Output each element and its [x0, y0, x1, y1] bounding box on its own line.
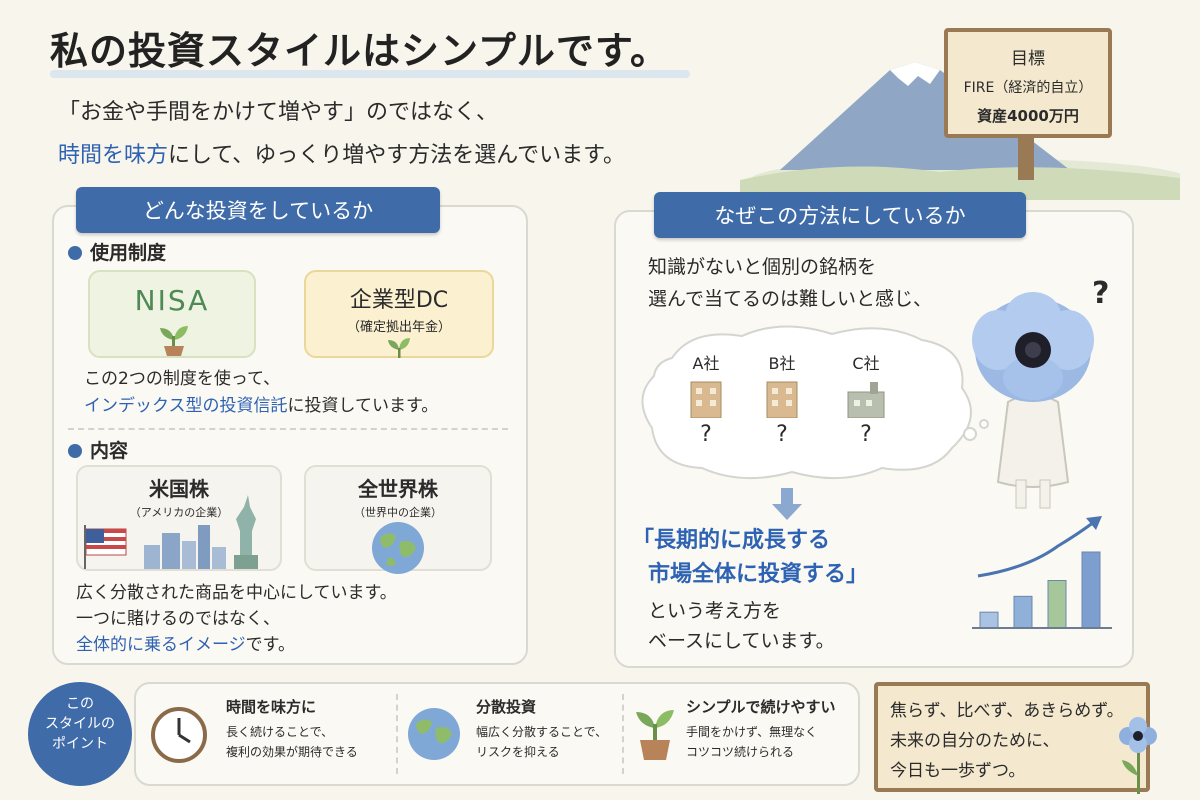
- content-text-line3: 全体的に乗るイメージです。: [76, 632, 295, 659]
- thinking-mark: ?: [1092, 276, 1110, 311]
- lead-rest: にして、ゆっくり増やす方法を選んでいます。: [168, 143, 625, 168]
- points-bar: [134, 682, 860, 786]
- motto-line2: 未来の自分のために、: [890, 731, 1060, 751]
- goal-label: 目標: [1011, 49, 1045, 69]
- conclusion-line4: ベースにしています。: [648, 630, 835, 652]
- section-system-heading: 使用制度: [68, 238, 166, 265]
- motto-line3: 今日も一歩ずつ。: [890, 761, 1026, 781]
- point-3-desc1: 手間をかけず、無理なく: [686, 725, 818, 739]
- nisa-label: NISA: [134, 284, 210, 317]
- globe-icon: [408, 708, 460, 760]
- usa-skyline-icon: [84, 495, 258, 569]
- left-divider: [68, 428, 508, 430]
- growth-bar-1: [979, 611, 999, 629]
- world-stock-label: 全世界株: [358, 477, 438, 501]
- points-badge: この スタイルの ポイント: [28, 682, 132, 786]
- anemone-flower-icon: [1119, 717, 1157, 794]
- point-1-title: 時間を味方に: [226, 698, 317, 716]
- company-a-label: A社: [692, 354, 720, 373]
- point-2-title: 分散投資: [476, 698, 537, 716]
- lead-highlight: 時間を味方: [58, 143, 169, 168]
- clock-icon: [151, 707, 207, 763]
- building-icon: [690, 381, 722, 419]
- globe-icon: [372, 522, 424, 574]
- sprout-icon: [636, 710, 674, 760]
- dc-label: 企業型DC: [349, 288, 449, 313]
- point-3-desc2: コツコツ続けられる: [686, 745, 795, 759]
- trend-arrow-icon: [1086, 516, 1102, 530]
- us-stock-label: 米国株: [149, 477, 209, 501]
- section-content-heading: 内容: [68, 436, 128, 463]
- page-title: 私の投資スタイルはシンプルです。: [50, 29, 670, 73]
- flower-head-character: [972, 292, 1094, 509]
- content-text-line2: 一つに賭けるのではなく、: [76, 609, 280, 629]
- reason-text-line2: 選んで当てるのは難しいと感じ、: [648, 288, 933, 310]
- points-badge-line1: この: [66, 696, 94, 712]
- right-panel-ribbon: なぜこの方法にしているか: [654, 192, 1026, 238]
- company-b: B社 ?: [752, 350, 812, 447]
- title-underline: [50, 70, 690, 78]
- down-arrow-icon: [772, 488, 802, 520]
- points-badge-line2: スタイルの: [45, 716, 115, 732]
- company-a-mark: ?: [700, 422, 712, 447]
- reason-text-line1: 知識がないと個別の銘柄を: [648, 256, 877, 278]
- growth-bar-4: [1081, 551, 1101, 629]
- system-text-line1: この2つの制度を使って、: [84, 369, 281, 389]
- point-divider-2: [622, 694, 624, 774]
- points-badge-line3: ポイント: [52, 736, 108, 752]
- point-2-desc2: リスクを抑える: [476, 745, 560, 759]
- us-stock-sublabel: （アメリカの企業）: [129, 506, 229, 519]
- goal-amount: 資産4000万円: [977, 107, 1079, 125]
- point-1-desc2: 複利の効果が期待できる: [226, 745, 358, 759]
- company-c-label: C社: [852, 354, 880, 373]
- motto-line1: 焦らず、比べず、あきらめず。: [890, 701, 1124, 721]
- building-icon: [766, 381, 798, 419]
- company-b-label: B社: [768, 354, 796, 373]
- growth-bar-2: [1013, 595, 1033, 629]
- world-stock-sublabel: （世界中の企業）: [354, 506, 442, 519]
- content-text-line1: 広く分散された商品を中心にしています。: [76, 583, 397, 603]
- mountain-illustration: [740, 62, 1180, 200]
- growth-bar-3: [1047, 580, 1067, 629]
- point-3-title: シンプルで続けやすい: [686, 698, 836, 716]
- sprout-small-icon: [388, 338, 410, 358]
- trend-line: [977, 520, 1095, 578]
- point-1-desc1: 長く続けることで、: [226, 725, 334, 739]
- thought-cloud: [641, 325, 989, 480]
- conclusion-line1: 「長期的に成長する: [632, 528, 831, 553]
- point-2-desc1: 幅広く分散することで、: [476, 725, 608, 739]
- factory-icon: [847, 382, 885, 419]
- content-highlight: 全体的に乗るイメージ: [76, 635, 246, 655]
- company-a: A社 ?: [676, 350, 736, 447]
- company-b-mark: ?: [776, 422, 788, 447]
- conclusion-line3: という考え方を: [648, 600, 782, 622]
- conclusion-line2: 市場全体に投資する」: [648, 562, 869, 587]
- dc-sublabel: （確定拠出年金）: [346, 320, 451, 335]
- sprout-icon: [160, 326, 188, 356]
- system-rest: に投資しています。: [287, 396, 439, 416]
- goal-sign: 目標 FIRE（経済的自立） 資産4000万円: [944, 28, 1112, 138]
- goal-fire: FIRE（経済的自立）: [963, 80, 1093, 96]
- company-c: C社 ?: [836, 350, 896, 447]
- company-c-mark: ?: [860, 422, 872, 447]
- left-panel-ribbon: どんな投資をしているか: [76, 187, 440, 233]
- sign-post: [1018, 136, 1034, 180]
- motto-board: 焦らず、比べず、あきらめず。 未来の自分のために、 今日も一歩ずつ。: [874, 682, 1150, 792]
- system-text-line2: インデックス型の投資信託に投資しています。: [84, 393, 438, 420]
- lead-line-1: 「お金や手間をかけて増やす」のではなく、: [58, 100, 499, 125]
- content-rest: です。: [245, 635, 295, 655]
- system-highlight: インデックス型の投資信託: [84, 396, 288, 416]
- growth-chart: [972, 516, 1112, 629]
- lead-line-2: 時間を味方にして、ゆっくり増やす方法を選んでいます。: [58, 137, 625, 169]
- point-divider-1: [396, 694, 398, 774]
